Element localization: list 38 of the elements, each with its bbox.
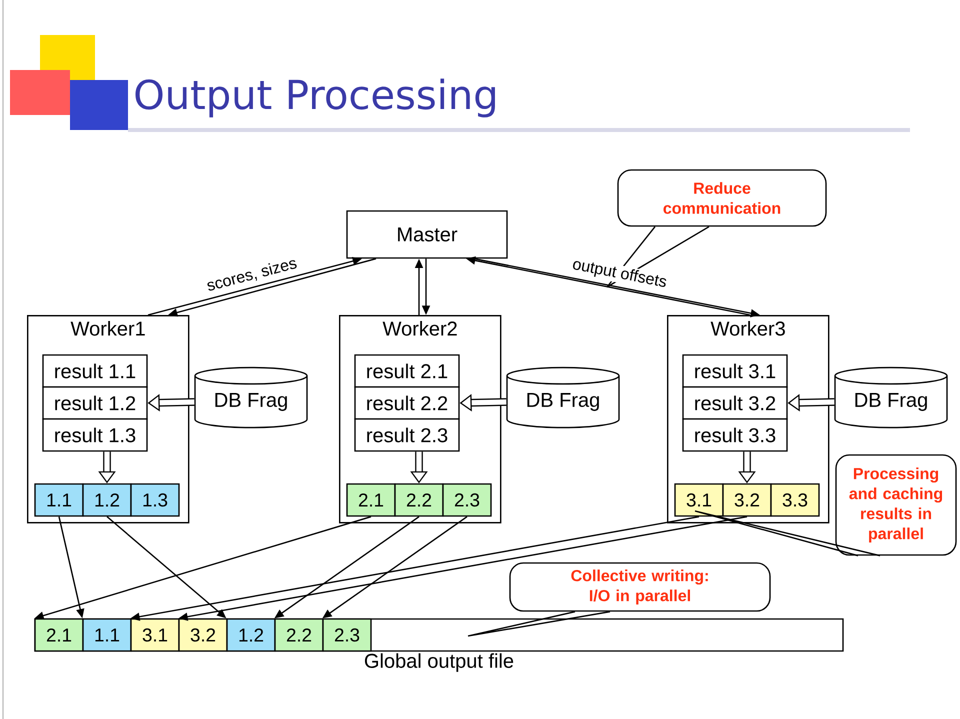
result-box: result 3.2 <box>682 386 788 420</box>
result-box: result 1.1 <box>42 354 148 388</box>
result-cell: 2.1 <box>346 483 396 517</box>
result-cell: 3.1 <box>674 483 724 517</box>
result-box: result 1.2 <box>42 386 148 420</box>
file-cell: 2.1 <box>34 618 84 652</box>
callout-pointer <box>694 510 881 556</box>
database-cylinder: DB Frag <box>506 366 620 428</box>
result-cell: 2.2 <box>394 483 444 517</box>
edge-label: scores, sizes <box>207 260 297 291</box>
database-cylinder: DB Frag <box>194 366 308 428</box>
callout-pointer <box>467 611 611 637</box>
callout-bubble: Collective writing: I/O in parallel <box>509 562 771 612</box>
caption-text: Global output file <box>364 653 514 672</box>
result-box: result 1.3 <box>42 418 148 452</box>
result-cell: 1.2 <box>82 483 132 517</box>
file-cell: 1.1 <box>82 618 132 652</box>
result-box: result 3.3 <box>682 418 788 452</box>
result-cell: 1.1 <box>34 483 84 517</box>
edge-label: output offsets <box>573 261 666 287</box>
result-box: result 3.1 <box>682 354 788 388</box>
result-box: result 2.3 <box>354 418 460 452</box>
result-cell: 3.2 <box>722 483 772 517</box>
callout-bubble: Processing and caching results in parallel <box>835 454 957 556</box>
file-cell: 3.1 <box>130 618 180 652</box>
file-cell: 1.2 <box>226 618 276 652</box>
result-cell: 3.3 <box>770 483 820 517</box>
result-box: result 2.1 <box>354 354 460 388</box>
result-cell: 2.3 <box>442 483 492 517</box>
result-cell: 1.3 <box>130 483 180 517</box>
result-box: result 2.2 <box>354 386 460 420</box>
file-cell: 2.3 <box>322 618 372 652</box>
slide-title: Output Processing <box>136 78 495 118</box>
file-cell: 2.2 <box>274 618 324 652</box>
process-box: Master <box>346 210 508 259</box>
callout-bubble: Reduce communication <box>617 169 827 227</box>
file-cell: 3.2 <box>178 618 228 652</box>
database-cylinder: DB Frag <box>834 366 948 428</box>
